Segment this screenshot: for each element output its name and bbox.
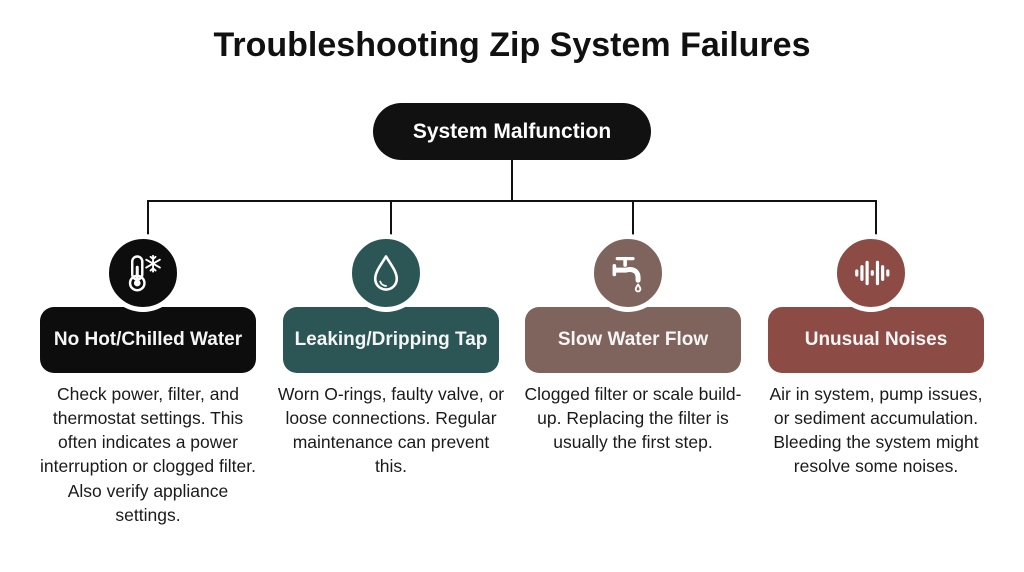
branch-description: Check power, filter, and thermostat sett… [40, 384, 256, 525]
connector-branch-4 [875, 200, 877, 240]
branch-label-box: No Hot/Chilled Water [40, 307, 256, 373]
connector-branch-3 [632, 200, 634, 240]
page-title: Troubleshooting Zip System Failures [213, 26, 811, 64]
branch-description: Clogged filter or scale build-up. Replac… [524, 384, 742, 453]
connector-branch-1 [147, 200, 149, 240]
connector-horizontal [147, 200, 877, 202]
sound-wave-icon [832, 234, 910, 312]
thermometer-snowflake-icon [104, 234, 182, 312]
connector-root-stem [511, 160, 513, 201]
root-node: System Malfunction [373, 103, 651, 160]
branch-label-box: Unusual Noises [768, 307, 984, 373]
branch-description: Worn O-rings, faulty valve, or loose con… [277, 384, 505, 477]
branch-description: Air in system, pump issues, or sediment … [769, 384, 983, 477]
water-drop-icon [347, 234, 425, 312]
root-node-label: System Malfunction [412, 119, 612, 143]
branch-label: Unusual Noises [804, 329, 948, 351]
faucet-drip-icon [589, 234, 667, 312]
branch-label: Slow Water Flow [557, 329, 709, 351]
branch-label: No Hot/Chilled Water [53, 329, 243, 351]
branch-label-box: Leaking/Dripping Tap [283, 307, 499, 373]
branch-label-box: Slow Water Flow [525, 307, 741, 373]
branch-label: Leaking/Dripping Tap [294, 329, 488, 351]
connector-branch-2 [390, 200, 392, 240]
